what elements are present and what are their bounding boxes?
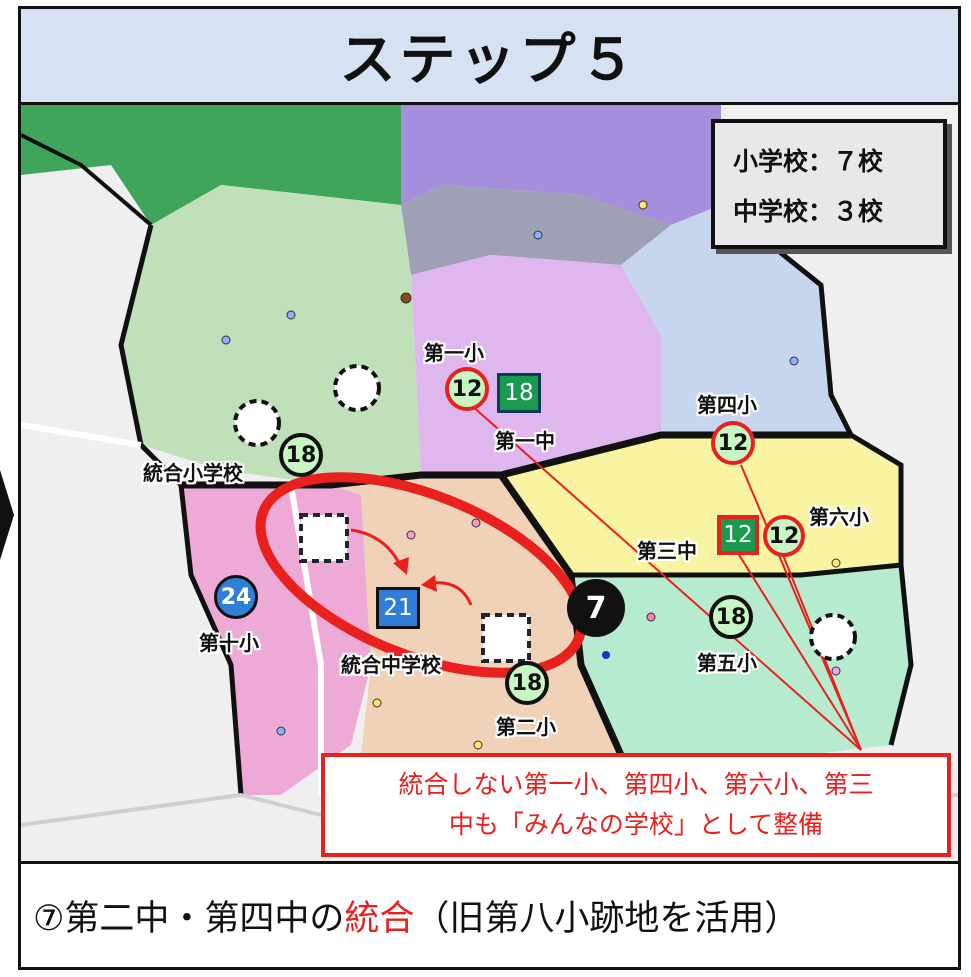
merge-ellipse xyxy=(255,472,587,678)
school-marker-daiichi-chu: 18 xyxy=(497,373,541,413)
school-marker-daigo-sho: 18 xyxy=(709,595,753,639)
school-label-daigo-sho: 第五小 xyxy=(697,651,757,675)
school-marker-tougou-chu: 21 xyxy=(376,587,420,629)
school-marker-dairoku-sho: 12 xyxy=(763,515,805,557)
region-gray xyxy=(401,185,671,275)
region-daini xyxy=(331,475,621,795)
school-label-daisan-chu: 第三中 xyxy=(637,539,697,563)
caption-prefix: ⑦第二中・第四中の xyxy=(33,899,345,939)
school-label-daini-sho: 第二小 xyxy=(496,715,556,739)
region-daiyon xyxy=(621,205,851,455)
junior-high-count: 中学校：３校 xyxy=(733,197,884,226)
district-map: 小学校：７校 中学校：３校 第一小 12 18 第一中 第四小 12 第三中 1… xyxy=(21,105,958,861)
school-label-daiichi-chu: 第一中 xyxy=(495,429,555,453)
page-title: ステップ５ xyxy=(21,9,958,105)
region-northwest xyxy=(121,185,421,485)
region-purple-top xyxy=(401,105,721,225)
callout-note: 統合しない第一小、第四小、第六小、第三 中も「みんなの学校」として整備 xyxy=(321,753,951,857)
school-marker-daini-sho: 18 xyxy=(505,661,549,705)
region-forest xyxy=(21,105,441,225)
caption-suffix: （旧第八小跡地を活用） xyxy=(414,899,800,939)
callout-line-2: 中も「みんなの学校」として整備 xyxy=(448,810,824,839)
school-label-daiyon-sho: 第四小 xyxy=(697,393,757,417)
school-count-legend: 小学校：７校 中学校：３校 xyxy=(711,119,947,249)
caption-highlight: 統合 xyxy=(344,899,415,939)
school-marker-daiju-sho: 24 xyxy=(214,575,258,619)
step-caption: ⑦第二中・第四中の統合（旧第八小跡地を活用） xyxy=(21,861,958,967)
region-daiichi xyxy=(411,255,661,475)
school-marker-tougou-sho: 18 xyxy=(279,433,323,477)
step-number-badge: 7 xyxy=(567,579,625,637)
school-marker-daiichi-sho: 12 xyxy=(445,367,489,411)
left-arrow-icon xyxy=(0,470,14,560)
school-label-daiju-sho: 第十小 xyxy=(199,631,259,655)
school-marker-daisan-chu: 12 xyxy=(717,515,759,555)
school-label-dairoku-sho: 第六小 xyxy=(809,505,869,529)
elementary-count: 小学校：７校 xyxy=(733,147,884,176)
school-label-daiichi-sho: 第一小 xyxy=(424,341,484,365)
callout-line-1: 統合しない第一小、第四小、第六小、第三 xyxy=(398,770,874,799)
school-label-tougou-sho: 統合小学校 xyxy=(143,461,243,485)
step-panel: ステップ５ xyxy=(18,6,961,970)
school-marker-daiyon-sho: 12 xyxy=(711,421,755,465)
school-label-tougou-chu: 統合中学校 xyxy=(341,653,441,677)
